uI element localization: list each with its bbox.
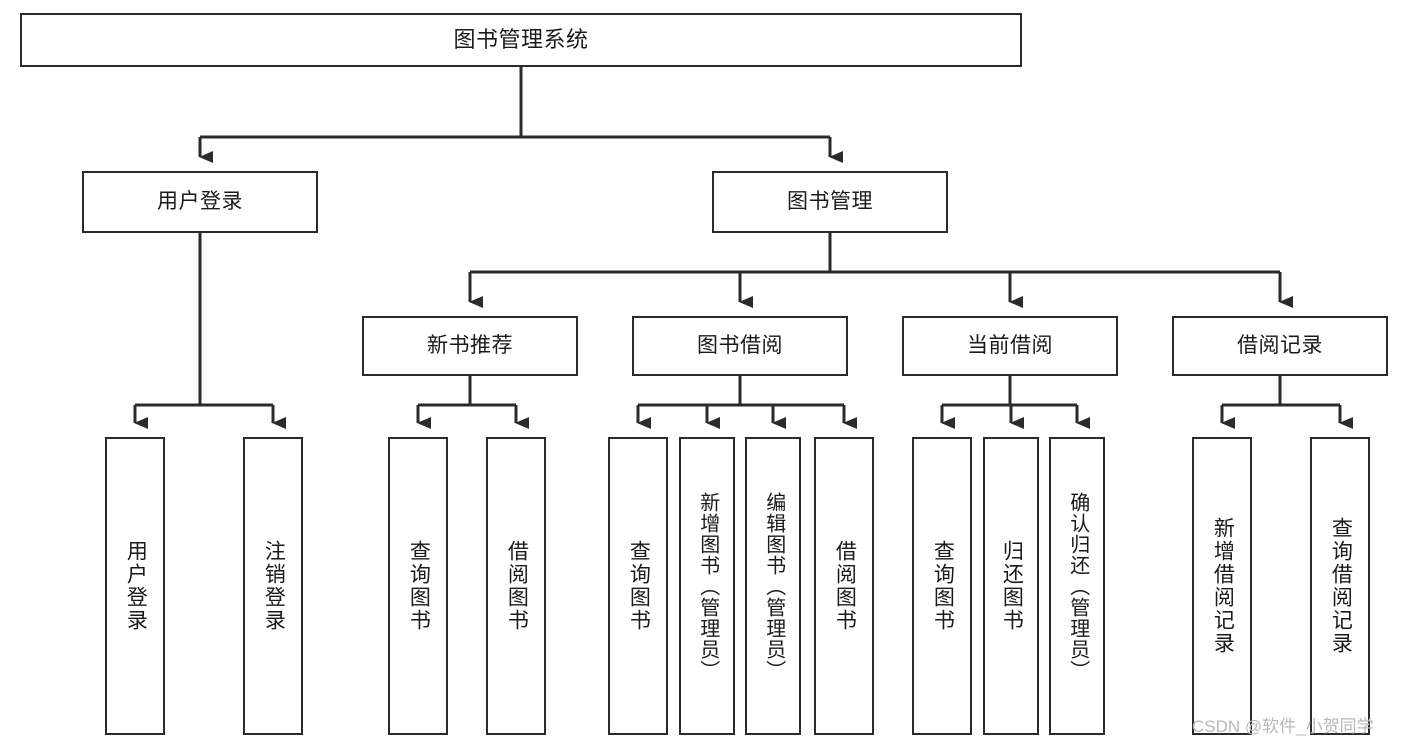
node-user-logout[interactable]: 注销登录	[243, 437, 303, 735]
node-label: 查询图书	[627, 540, 651, 632]
node-book-manage[interactable]: 图书管理	[712, 171, 948, 233]
node-label: 图书借阅	[697, 333, 783, 357]
node-root-book-management-system[interactable]: 图书管理系统	[20, 13, 1022, 67]
node-user-login-do[interactable]: 用户登录	[105, 437, 165, 735]
node-label: 借阅图书	[833, 540, 857, 632]
node-borrow-edit-book[interactable]: 编辑图书（管理员）	[745, 437, 801, 735]
node-label: 借阅图书	[505, 540, 529, 632]
node-label: 查询图书	[407, 540, 431, 632]
csdn-watermark: CSDN @软件_小贺同学	[1192, 717, 1374, 736]
connectors-current-borrow-to-leaves	[940, 376, 1090, 429]
node-label: 编辑图书（管理员）	[762, 491, 785, 681]
node-borrow-borrow-book[interactable]: 借阅图书	[814, 437, 874, 735]
node-label: 新增图书（管理员）	[696, 491, 719, 681]
node-borrow-query-book[interactable]: 查询图书	[608, 437, 668, 735]
node-label: 注销登录	[262, 540, 286, 632]
node-current-query-book[interactable]: 查询图书	[912, 437, 972, 735]
node-current-borrow[interactable]: 当前借阅	[902, 316, 1118, 376]
node-current-confirm-return[interactable]: 确认归还（管理员）	[1049, 437, 1105, 735]
node-label: 新书推荐	[427, 333, 513, 357]
node-book-borrow[interactable]: 图书借阅	[632, 316, 848, 376]
node-label: 图书管理	[787, 189, 873, 213]
connectors-level1-to-level2	[468, 233, 1293, 308]
node-label: 用户登录	[157, 189, 243, 213]
node-label: 查询借阅记录	[1329, 517, 1353, 655]
node-borrow-add-book[interactable]: 新增图书（管理员）	[679, 437, 735, 735]
node-recommend-borrow-book[interactable]: 借阅图书	[486, 437, 546, 735]
node-label: 确认归还（管理员）	[1066, 491, 1089, 681]
node-label: 查询图书	[931, 540, 955, 632]
connectors-book-borrow-to-leaves	[636, 376, 857, 429]
node-label: 图书管理系统	[453, 27, 589, 53]
connectors-root-to-level1	[198, 67, 843, 163]
node-borrow-record[interactable]: 借阅记录	[1172, 316, 1388, 376]
node-recommend-query-book[interactable]: 查询图书	[388, 437, 448, 735]
node-record-query[interactable]: 查询借阅记录	[1310, 437, 1370, 735]
node-label: 借阅记录	[1237, 333, 1323, 357]
connectors-user-login-to-leaves	[133, 233, 286, 429]
node-record-add[interactable]: 新增借阅记录	[1192, 437, 1252, 735]
node-user-login[interactable]: 用户登录	[82, 171, 318, 233]
node-label: 用户登录	[124, 540, 148, 632]
node-label: 归还图书	[1000, 540, 1024, 632]
node-current-return-book[interactable]: 归还图书	[983, 437, 1039, 735]
node-new-book-recommend[interactable]: 新书推荐	[362, 316, 578, 376]
connectors-new-book-recommend-to-leaves	[416, 376, 529, 429]
node-label: 当前借阅	[967, 333, 1053, 357]
node-label: 新增借阅记录	[1211, 517, 1235, 655]
connectors-borrow-record-to-leaves	[1220, 376, 1353, 429]
